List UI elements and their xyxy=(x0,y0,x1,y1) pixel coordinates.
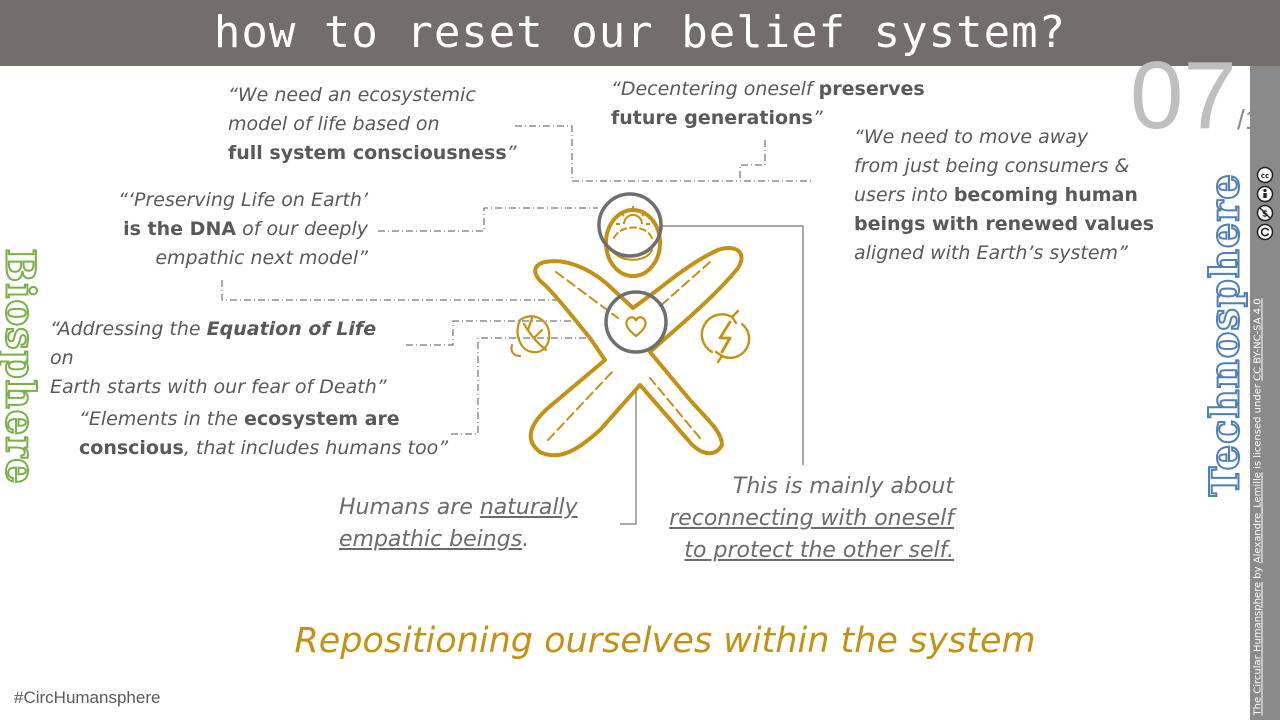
subtitle: Repositioning ourselves within the syste… xyxy=(294,621,1036,661)
quote-bold: is the DNA xyxy=(123,218,237,240)
note-underlined: empathic beings xyxy=(339,527,523,552)
quote-line: model of life based on xyxy=(228,113,440,135)
quote-line: future generations” xyxy=(611,104,925,133)
quote-line: Earth starts with our fear of Death” xyxy=(50,376,387,398)
quote-preserving-life: “‘Preserving Life on Earth’ is the DNA o… xyxy=(98,186,368,273)
quote-conscious-elements: “Elements in the ecosystem are conscious… xyxy=(79,405,459,463)
sun-icon xyxy=(616,206,650,225)
title-bar xyxy=(0,0,1280,66)
note-line: to protect the other self. xyxy=(640,535,954,567)
quote-ecosystemic-model: “We need an ecosystemic model of life ba… xyxy=(228,81,517,168)
quote-bold: beings with renewed values xyxy=(854,213,1155,235)
quote-line: “Elements in the ecosystem are xyxy=(79,405,459,434)
heart-icon xyxy=(625,316,647,338)
note-underlined: naturally xyxy=(479,495,578,520)
quote-end: ” xyxy=(506,142,517,164)
quote-line: “‘Preserving Life on Earth’ xyxy=(118,189,368,211)
quote-line: from just being consumers & xyxy=(854,155,1130,177)
quote-end: ” xyxy=(812,107,823,129)
quote-bold: conscious xyxy=(79,437,184,459)
hashtag: #CircHumansphere xyxy=(14,688,161,707)
quote-decentering: “Decentering oneself preserves future ge… xyxy=(611,75,925,133)
quote-line: is the DNA of our deeply xyxy=(98,215,368,244)
note-underlined: to protect the other self. xyxy=(684,538,954,563)
note-line: This is mainly about xyxy=(732,474,954,499)
quote-line: beings with renewed values xyxy=(854,210,1154,239)
page-number: 07 xyxy=(1130,42,1237,149)
quote-line: conscious, that includes humans too” xyxy=(79,434,459,463)
quote-bold: full system consciousness xyxy=(228,142,507,164)
quote-line: empathic next model” xyxy=(155,247,368,269)
quote-text: “Addressing the xyxy=(50,318,207,340)
quote-text: on xyxy=(50,347,74,369)
svg-text:$: $ xyxy=(1262,210,1268,220)
note-line: Humans are naturally xyxy=(339,492,578,524)
quote-text: users into xyxy=(854,184,954,206)
heart-circle xyxy=(604,290,668,354)
connector-lines xyxy=(221,125,812,435)
note-line: reconnecting with oneself xyxy=(640,503,954,535)
note-end: . xyxy=(522,527,530,552)
quote-line: aligned with Earth’s system” xyxy=(854,242,1128,264)
quote-bold: ecosystem are xyxy=(244,408,400,430)
quote-consumers: “We need to move away from just being co… xyxy=(854,123,1154,268)
quote-bold: preserves xyxy=(818,78,925,100)
quote-text: , that includes humans too” xyxy=(183,437,449,459)
svg-text:cc: cc xyxy=(1261,172,1269,180)
quote-line: users into becoming human xyxy=(854,181,1154,210)
head-circle xyxy=(597,192,663,258)
quote-line: “We need to move away xyxy=(854,126,1089,148)
quote-bold: becoming human xyxy=(953,184,1138,206)
quote-equation-of-life: “Addressing the Equation of Life on Eart… xyxy=(50,315,400,402)
quote-bold: Equation of Life xyxy=(206,318,377,340)
note-reconnecting: This is mainly about reconnecting with o… xyxy=(640,471,954,567)
quote-text: of our deeply xyxy=(236,218,368,240)
quote-line: “Addressing the Equation of Life on xyxy=(50,315,400,373)
quote-line: “We need an ecosystemic xyxy=(228,84,476,106)
quote-text: “Elements in the xyxy=(79,408,245,430)
energy-cycle-icon xyxy=(700,309,751,364)
note-empathic-beings: Humans are naturally empathic beings. xyxy=(339,492,578,556)
quote-line: full system consciousness” xyxy=(228,139,517,168)
page-title: how to reset our belief system? xyxy=(213,7,1067,58)
quote-bold: future generations xyxy=(611,107,813,129)
note-text: Humans are xyxy=(339,495,480,520)
note-underlined: reconnecting with oneself xyxy=(669,506,954,531)
creative-commons-icon: cc $ xyxy=(1256,166,1274,241)
note-line: empathic beings. xyxy=(339,524,578,556)
quote-text: “Decentering oneself xyxy=(611,78,819,100)
leaf-icon xyxy=(510,315,551,358)
quote-line: “Decentering oneself preserves xyxy=(611,75,925,104)
